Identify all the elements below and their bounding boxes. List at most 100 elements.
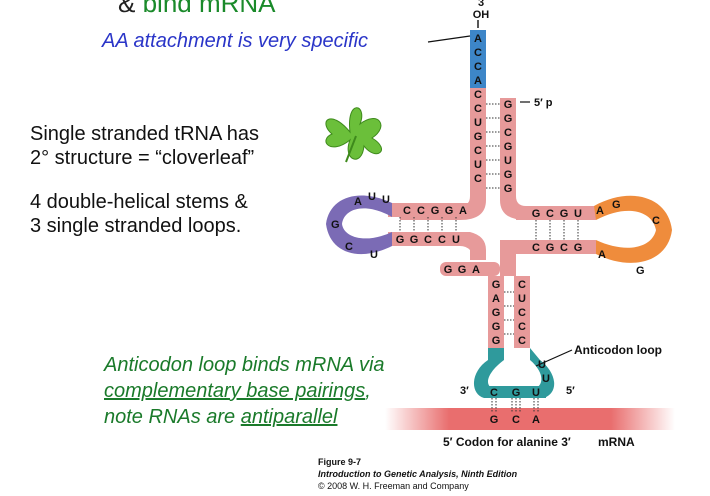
d-stem-bottom-base: C	[438, 234, 446, 246]
anticodon-loop	[473, 348, 555, 398]
slide-title: & bind mRNA	[118, 0, 276, 19]
d-stem-top-base: G	[431, 205, 440, 217]
anticodon-loop-label: Anticodon loop	[574, 343, 662, 357]
title-prefix: &	[118, 0, 143, 18]
acceptor-left-base: U	[474, 117, 482, 129]
mrna-strand	[385, 408, 675, 430]
d-stem-bottom-base: G	[396, 234, 405, 246]
d-stem-bottom-base: C	[424, 234, 432, 246]
acceptor-tail-base: A	[474, 33, 482, 45]
anticodon-stem-bases: G A G G G C U C C C	[492, 279, 526, 347]
aa-attachment-note: AA attachment is very specific	[102, 30, 369, 52]
d-loop-base: U	[382, 194, 390, 206]
t-stem-top-base: U	[574, 208, 582, 220]
note-comma: ,	[365, 380, 371, 402]
variable-loop	[440, 262, 500, 276]
acceptor-tail-base: C	[474, 61, 482, 73]
acceptor-right-base: U	[504, 155, 512, 167]
clover-leaf-icon	[325, 107, 382, 163]
d-stem-bottom-base: G	[410, 234, 419, 246]
d-loop-base: U	[368, 191, 376, 203]
stems-text-line2: 3 single stranded loops.	[30, 215, 242, 237]
codon-base: A	[532, 414, 540, 426]
t-stem-top-base: G	[532, 208, 541, 220]
t-stem-bases: G C G U C G C G	[532, 208, 583, 254]
d-loop-base: U	[370, 249, 378, 261]
d-loop-base: C	[345, 241, 353, 253]
anticodon-stem-pair-lines	[504, 291, 514, 335]
acceptor-tail-bases: A C C A	[474, 33, 482, 87]
antiparallel-prefix: note RNAs are	[104, 406, 241, 428]
d-stem-top-base: C	[403, 205, 411, 217]
acceptor-left-base: U	[474, 159, 482, 171]
d-stem-top-base: A	[459, 205, 467, 217]
anticodon-right-base: C	[518, 307, 526, 319]
acceptor-stem-bases: C C U G C U C G G C G U G G	[474, 89, 513, 195]
d-stem-bottom	[388, 232, 460, 246]
three-end-label: 3	[478, 0, 484, 9]
anticodon-left-base: G	[492, 279, 501, 291]
acceptor-left-base: C	[474, 103, 482, 115]
acceptor-left-base: C	[474, 89, 482, 101]
anticodon-loop-base: U	[542, 373, 550, 385]
acceptor-tail-blue	[470, 30, 486, 88]
acceptor-stem-left	[470, 88, 486, 200]
d-stem-pair-lines	[399, 217, 457, 232]
anticodon-note-line3: note RNAs are antiparallel	[104, 404, 337, 430]
title-green-text: bind mRNA	[142, 0, 276, 18]
anticodon-right-base: C	[518, 279, 526, 291]
anticodon-right-base: C	[518, 335, 526, 347]
codon-anticodon-pairing	[491, 398, 539, 412]
anticodon-bases: C G U	[490, 387, 540, 399]
d-stem-bottom-base: U	[452, 234, 460, 246]
anticodon-right-base: C	[518, 321, 526, 333]
three-prime-label: 3′	[460, 385, 469, 397]
t-stem-top	[516, 206, 596, 220]
d-loop-bases: A U U G C U	[331, 191, 390, 261]
anticodon-base: G	[512, 387, 521, 399]
t-stem-bottom	[516, 240, 596, 254]
antiparallel-text: antiparallel	[240, 406, 338, 428]
cloverleaf-text-line1: Single stranded tRNA has	[30, 123, 260, 145]
variable-loop-base: A	[472, 264, 480, 276]
d-loop	[326, 195, 392, 255]
t-stem-bottom-base: C	[532, 242, 540, 254]
acceptor-left-base: C	[474, 145, 482, 157]
d-stem-top-base: G	[445, 205, 454, 217]
codon-base: G	[490, 414, 499, 426]
cloverleaf-text-line2: 2° structure = “cloverleaf”	[30, 147, 255, 169]
anticodon-stem-left	[488, 276, 504, 348]
anticodon-base: U	[532, 387, 540, 399]
d-stem-top	[388, 203, 472, 217]
acceptor-right-base: G	[504, 99, 513, 111]
acceptor-stem-right	[500, 98, 516, 200]
t-stem-bottom-base: G	[574, 242, 583, 254]
anticodon-left-base: A	[492, 293, 500, 305]
d-stem-bases: C C G G A G G C C U	[396, 205, 467, 246]
anticodon-note-line1: Anticodon loop binds mRNA via	[104, 354, 385, 376]
codon-base: C	[512, 414, 520, 426]
anticodon-left-base: G	[492, 335, 501, 347]
t-loop-base: A	[596, 205, 604, 217]
acceptor-pair-lines	[486, 103, 500, 189]
t-loop-base: A	[598, 249, 606, 261]
acceptor-right-base: G	[504, 141, 513, 153]
t-stem-top-base: G	[560, 208, 569, 220]
acceptor-tail-base: C	[474, 47, 482, 59]
figure-caption: Figure 9-7 Introduction to Genetic Analy…	[318, 456, 517, 492]
acceptor-left-base: C	[474, 173, 482, 185]
book-title: Introduction to Genetic Analysis, Ninth …	[318, 469, 518, 479]
complementary-pairing-text: complementary base pairings	[104, 380, 366, 402]
anticodon-loop-base: U	[538, 359, 546, 371]
variable-loop-base: G	[444, 264, 453, 276]
oh-label: OH	[473, 9, 490, 21]
acceptor-right-base: G	[504, 113, 513, 125]
figure-number: Figure 9-7	[318, 457, 362, 467]
acceptor-right-base: C	[504, 127, 512, 139]
t-loop-base: C	[652, 215, 660, 227]
t-stem-pair-lines	[535, 220, 579, 240]
copyright-line: © 2008 W. H. Freeman and Company	[318, 481, 469, 491]
anticodon-left-base: G	[492, 307, 501, 319]
acceptor-tail-base: A	[474, 75, 482, 87]
